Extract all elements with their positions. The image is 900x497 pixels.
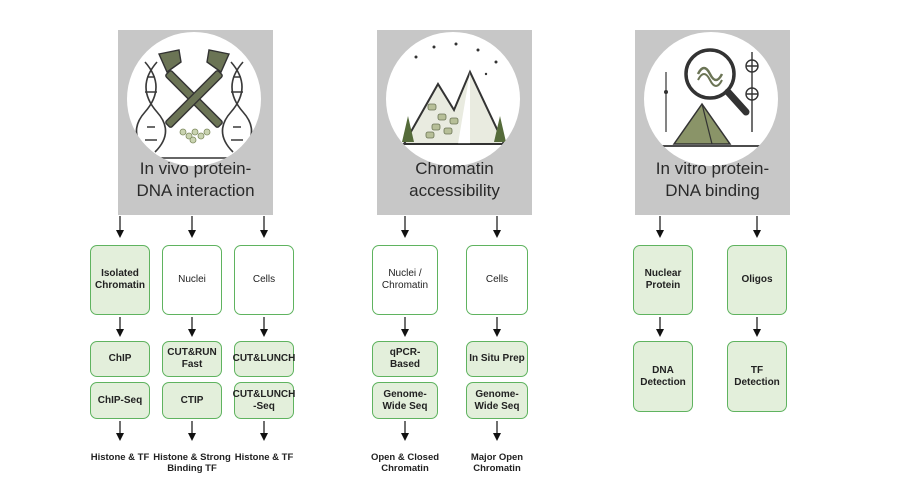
box-genome-wide-seq: Genome-Wide Seq: [372, 382, 438, 419]
box-in-situ-prep: In Situ Prep: [466, 341, 528, 377]
panel-in-vitro: In vitro protein- DNA binding: [635, 30, 790, 215]
panel-title: In vitro protein- DNA binding: [655, 159, 770, 200]
output-label: Histone & TF: [90, 452, 150, 463]
crossed-hammers-dna-icon: [127, 32, 261, 166]
box-ctip: CTIP: [162, 382, 222, 419]
box-cells: Cells: [466, 245, 528, 315]
box-nuclei-chromatin: Nuclei / Chromatin: [372, 245, 438, 315]
output-label: Major Open Chromatin: [470, 452, 524, 474]
panel-title: Chromatin accessibility: [409, 159, 500, 200]
output-label: Histone & TF: [234, 452, 294, 463]
box-cut-and-lunch-seq: CUT&LUNCH -Seq: [233, 382, 295, 419]
box-chip-seq: ChIP-Seq: [90, 382, 150, 419]
box-chip: ChIP: [90, 341, 150, 377]
box-qpcr-based: qPCR-Based: [372, 341, 438, 377]
box-tf-detection: TF Detection: [727, 341, 787, 412]
box-nuclear-protein: Nuclear Protein: [633, 245, 693, 315]
box-cells: Cells: [234, 245, 294, 315]
box-oligos: Oligos: [727, 245, 787, 315]
magnifier-tent-icon: [644, 32, 778, 166]
box-cut-and-lunch: CUT&LUNCH: [233, 341, 295, 377]
output-label: Open & Closed Chromatin: [370, 452, 440, 474]
box-dna-detection: DNA Detection: [633, 341, 693, 412]
box-cut-and-run-fast: CUT&RUN Fast: [162, 341, 222, 377]
box-isolated-chromatin: Isolated Chromatin: [90, 245, 150, 315]
output-label: Histone & Strong Binding TF: [153, 452, 231, 474]
panel-in-vivo: In vivo protein- DNA interaction: [118, 30, 273, 215]
panel-chromatin-accessibility: Chromatin accessibility: [377, 30, 532, 215]
box-genome-wide-seq: Genome-Wide Seq: [466, 382, 528, 419]
box-nuclei: Nuclei: [162, 245, 222, 315]
mountain-landscape-icon: [386, 32, 520, 166]
panel-title: In vivo protein- DNA interaction: [136, 159, 255, 200]
